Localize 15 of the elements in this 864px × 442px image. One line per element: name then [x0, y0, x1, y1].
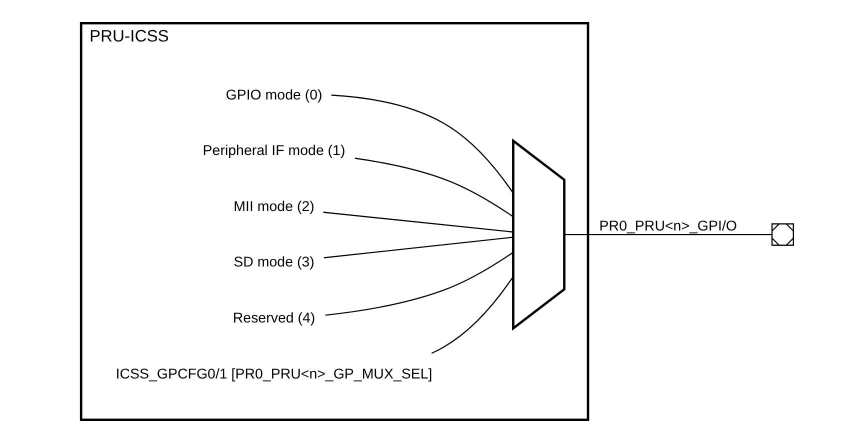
connector: [330, 94, 514, 193]
node-text: Peripheral IF mode (1): [202, 142, 345, 159]
node-text: MII mode (2): [233, 198, 314, 214]
connector: [430, 276, 514, 354]
node-text: SD mode (3): [233, 254, 314, 270]
node-text: GPIO mode (0): [225, 86, 322, 103]
node-text: ICSS_GPCFG0/1 [PR0_PRU<n>_GP_MUX_SEL]: [115, 366, 432, 382]
connector: [354, 157, 514, 217]
edge-label: PR0_PRU<n>_GPI/O: [598, 218, 736, 234]
connector: [324, 251, 514, 316]
node-text: Reserved (4): [232, 310, 315, 326]
connector: [323, 236, 513, 258]
node-trapezoid: [512, 138, 565, 330]
connector: [564, 233, 772, 235]
connector: [322, 211, 513, 232]
